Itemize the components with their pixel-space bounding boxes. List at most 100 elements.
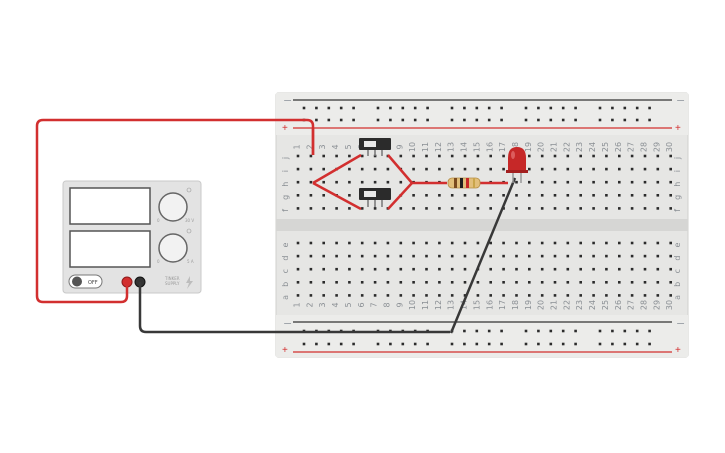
hole-j2[interactable] xyxy=(309,154,313,158)
hole-a4[interactable] xyxy=(335,294,338,297)
hole-b19[interactable] xyxy=(528,281,531,284)
hole-f9[interactable] xyxy=(399,207,403,210)
hole-d5[interactable] xyxy=(348,254,351,258)
hole-i29[interactable] xyxy=(656,167,660,171)
hole-d15[interactable] xyxy=(476,254,480,258)
hole-d6[interactable] xyxy=(360,254,364,258)
hole-e16[interactable] xyxy=(489,241,492,245)
hole-d13[interactable] xyxy=(450,254,454,258)
voltage-knob[interactable] xyxy=(158,192,188,222)
hole-h30[interactable] xyxy=(669,180,672,184)
hole-b20[interactable] xyxy=(540,281,544,284)
hole-f14[interactable] xyxy=(463,207,467,210)
hole-c29[interactable] xyxy=(656,267,660,271)
hole-c18[interactable] xyxy=(515,267,518,271)
hole-g26[interactable] xyxy=(618,194,621,197)
rail-hole-bottom-positive[interactable] xyxy=(635,342,639,346)
hole-d23[interactable] xyxy=(579,254,582,258)
rail-hole-top-positive[interactable] xyxy=(389,118,392,122)
hole-e5[interactable] xyxy=(348,241,351,245)
rail-hole-top-negative[interactable] xyxy=(426,106,429,110)
hole-b2[interactable] xyxy=(309,281,313,284)
hole-a20[interactable] xyxy=(540,294,544,297)
hole-f27[interactable] xyxy=(630,207,634,210)
hole-g22[interactable] xyxy=(566,194,570,197)
hole-h8[interactable] xyxy=(386,180,390,184)
rail-hole-bottom-negative[interactable] xyxy=(561,329,565,333)
hole-b6[interactable] xyxy=(360,281,364,284)
hole-b16[interactable] xyxy=(489,281,492,284)
hole-d9[interactable] xyxy=(399,254,403,258)
hole-c21[interactable] xyxy=(553,267,557,271)
hole-i26[interactable] xyxy=(618,167,621,171)
hole-c30[interactable] xyxy=(669,267,672,271)
rail-hole-bottom-negative[interactable] xyxy=(500,329,503,333)
black-wire-ground[interactable] xyxy=(138,282,450,334)
hole-g28[interactable] xyxy=(643,194,647,197)
rail-hole-bottom-positive[interactable] xyxy=(463,342,466,346)
hole-j10[interactable] xyxy=(412,154,415,158)
rail-hole-bottom-positive[interactable] xyxy=(389,342,392,346)
hole-i22[interactable] xyxy=(566,167,570,171)
hole-f2[interactable] xyxy=(309,207,313,210)
hole-g27[interactable] xyxy=(630,194,634,197)
rail-hole-top-negative[interactable] xyxy=(413,106,417,110)
rail-hole-top-negative[interactable] xyxy=(401,106,405,110)
hole-f16[interactable] xyxy=(489,207,492,210)
hole-h26[interactable] xyxy=(618,180,621,184)
hole-a9[interactable] xyxy=(399,294,403,297)
hole-f26[interactable] xyxy=(618,207,621,210)
hole-b25[interactable] xyxy=(605,281,608,284)
hole-e15[interactable] xyxy=(476,241,480,245)
hole-d20[interactable] xyxy=(540,254,544,258)
hole-j17[interactable] xyxy=(502,154,505,158)
hole-j25[interactable] xyxy=(605,154,608,158)
hole-j14[interactable] xyxy=(463,154,467,158)
hole-e17[interactable] xyxy=(502,241,505,245)
hole-i16[interactable] xyxy=(489,167,492,171)
hole-f6[interactable] xyxy=(360,207,364,210)
hole-e30[interactable] xyxy=(669,241,672,245)
rail-hole-top-negative[interactable] xyxy=(561,106,565,110)
hole-e7[interactable] xyxy=(373,241,377,245)
hole-e18[interactable] xyxy=(515,241,518,245)
hole-j5[interactable] xyxy=(348,154,351,158)
hole-i11[interactable] xyxy=(425,167,428,171)
rail-hole-bottom-positive[interactable] xyxy=(623,342,627,346)
hole-a7[interactable] xyxy=(373,294,377,297)
hole-g15[interactable] xyxy=(476,194,480,197)
hole-c22[interactable] xyxy=(566,267,570,271)
slide-switch-bottom[interactable] xyxy=(359,188,391,207)
rail-hole-bottom-negative[interactable] xyxy=(463,329,466,333)
red-wire-join-top[interactable] xyxy=(387,154,413,184)
hole-c2[interactable] xyxy=(309,267,313,271)
rail-hole-top-positive[interactable] xyxy=(648,118,651,122)
rail-hole-bottom-positive[interactable] xyxy=(524,342,528,346)
hole-b24[interactable] xyxy=(592,281,595,284)
hole-j4[interactable] xyxy=(335,154,338,158)
rail-hole-bottom-positive[interactable] xyxy=(413,342,417,346)
hole-d24[interactable] xyxy=(592,254,595,258)
hole-c9[interactable] xyxy=(399,267,403,271)
hole-j13[interactable] xyxy=(450,154,454,158)
rail-hole-top-positive[interactable] xyxy=(426,118,429,122)
hole-h25[interactable] xyxy=(605,180,608,184)
hole-f23[interactable] xyxy=(579,207,582,210)
rail-hole-bottom-negative[interactable] xyxy=(574,329,577,333)
rail-hole-bottom-positive[interactable] xyxy=(598,342,602,346)
hole-b10[interactable] xyxy=(412,281,415,284)
hole-i30[interactable] xyxy=(669,167,672,171)
hole-a5[interactable] xyxy=(348,294,351,297)
hole-g13[interactable] xyxy=(450,194,454,197)
hole-a23[interactable] xyxy=(579,294,582,297)
hole-j21[interactable] xyxy=(553,154,557,158)
hole-e14[interactable] xyxy=(463,241,467,245)
hole-g18[interactable] xyxy=(515,194,518,197)
rail-hole-bottom-positive[interactable] xyxy=(352,342,355,346)
hole-c12[interactable] xyxy=(438,267,441,271)
hole-e23[interactable] xyxy=(579,241,582,245)
hole-b9[interactable] xyxy=(399,281,403,284)
hole-d27[interactable] xyxy=(630,254,634,258)
hole-c28[interactable] xyxy=(643,267,647,271)
resistor[interactable] xyxy=(447,177,481,189)
